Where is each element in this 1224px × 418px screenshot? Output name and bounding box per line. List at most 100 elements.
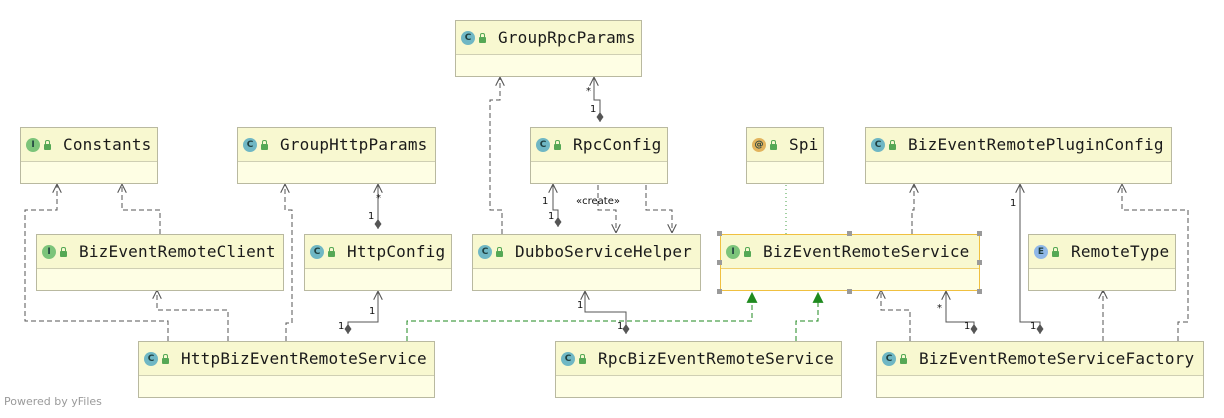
node-title: GroupHttpParams — [280, 135, 428, 154]
multiplicity-label: 1 — [369, 306, 376, 317]
edge-remote-service-to-plugin-config — [912, 185, 914, 234]
selection-handle[interactable] — [977, 231, 982, 236]
edge-factory-to-plugin-config — [1020, 185, 1040, 334]
class-icon: C — [561, 351, 575, 366]
interface-biz-event-remote-service[interactable]: I BizEventRemoteService — [720, 234, 980, 291]
node-header: C RpcBizEventRemoteService — [556, 342, 841, 376]
class-group-http-params[interactable]: C GroupHttpParams — [237, 127, 436, 184]
class-http-config[interactable]: C HttpConfig — [304, 234, 452, 291]
class-icon: C — [310, 244, 324, 259]
lock-icon — [770, 139, 777, 150]
edge-rpc-service-to-dubbo-helper — [585, 292, 626, 334]
edge-http-service-to-constants — [24, 185, 169, 341]
edge-dubbo-helper-to-rpc-config — [553, 185, 558, 227]
lock-icon — [579, 353, 586, 364]
lock-icon — [900, 353, 907, 364]
selection-handle[interactable] — [717, 260, 722, 265]
node-title: RpcConfig — [573, 135, 662, 154]
lock-icon — [328, 246, 335, 257]
lock-icon — [162, 353, 169, 364]
node-header: C HttpBizEventRemoteService — [139, 342, 434, 376]
edge-rpc-config-create-dubbo-helper — [597, 185, 616, 232]
enum-remote-type[interactable]: E RemoteType — [1028, 234, 1176, 291]
class-http-biz-event-remote-service[interactable]: C HttpBizEventRemoteService — [138, 341, 435, 398]
node-title: BizEventRemotePluginConfig — [908, 135, 1164, 154]
multiplicity-label: 1 — [577, 300, 584, 311]
node-header: C HttpConfig — [305, 235, 451, 269]
annotation-spi[interactable]: @ Spi — [746, 127, 824, 184]
node-header: E RemoteType — [1029, 235, 1175, 269]
edge-http-service-to-client — [157, 291, 229, 341]
edge-rpc-service-realizes-remote-service — [795, 291, 824, 341]
lock-icon — [479, 32, 486, 43]
multiplicity-label: 1 — [368, 211, 375, 222]
class-dubbo-service-helper[interactable]: C DubboServiceHelper — [472, 234, 701, 291]
multiplicity-label: 1 — [590, 104, 597, 115]
selection-handle[interactable] — [717, 289, 722, 294]
stereotype-label: «create» — [576, 196, 620, 207]
node-title: BizEventRemoteClient — [79, 242, 276, 261]
interface-icon: I — [26, 137, 40, 152]
node-title: BizEventRemoteService — [763, 242, 970, 261]
interface-icon: I — [42, 244, 56, 259]
enum-icon: E — [1034, 244, 1048, 259]
class-icon: C — [536, 137, 550, 152]
node-title: DubboServiceHelper — [515, 242, 692, 261]
interface-biz-event-remote-client[interactable]: I BizEventRemoteClient — [36, 234, 284, 291]
lock-icon — [44, 139, 51, 150]
class-rpc-config[interactable]: C RpcConfig — [530, 127, 668, 184]
selection-handle[interactable] — [977, 260, 982, 265]
node-title: Spi — [789, 135, 819, 154]
class-group-rpc-params[interactable]: C GroupRpcParams — [455, 20, 642, 77]
multiplicity-label: 1 — [338, 321, 345, 332]
multiplicity-label: 1 — [1010, 198, 1017, 209]
node-header: C BizEventRemoteServiceFactory — [877, 342, 1203, 376]
selection-handle[interactable] — [847, 289, 852, 294]
node-title: HttpBizEventRemoteService — [181, 349, 427, 368]
edge-http-service-realizes-remote-service — [406, 291, 758, 341]
multiplicity-label: 1 — [1030, 321, 1037, 332]
edge-http-service-to-http-config — [348, 292, 378, 334]
node-header: C GroupHttpParams — [238, 128, 435, 162]
class-biz-event-remote-service-factory[interactable]: C BizEventRemoteServiceFactory — [876, 341, 1204, 398]
node-header: C DubboServiceHelper — [473, 235, 700, 269]
class-icon: C — [243, 137, 257, 152]
selection-handle[interactable] — [717, 231, 722, 236]
interface-constants[interactable]: I Constants — [20, 127, 158, 184]
multiplicity-label: 1 — [542, 196, 549, 207]
edge-factory-to-remote-service-dep — [881, 291, 911, 341]
edge-http-service-to-group-http-params — [285, 185, 293, 341]
class-icon: C — [871, 137, 885, 152]
node-header: C BizEventRemotePluginConfig — [866, 128, 1171, 162]
node-title: HttpConfig — [347, 242, 446, 261]
multiplicity-label: 1 — [548, 211, 555, 222]
edge-rpc-config-to-dubbo-helper — [645, 185, 672, 232]
class-icon: C — [882, 351, 896, 366]
multiplicity-label: 1 — [964, 321, 971, 332]
lock-icon — [60, 246, 67, 257]
lock-icon — [261, 139, 268, 150]
edge-factory-to-remote-service — [946, 292, 974, 334]
interface-icon: I — [726, 244, 740, 259]
edge-dubbo-helper-to-group-rpc-params — [489, 78, 502, 234]
selection-handle[interactable] — [977, 289, 982, 294]
class-biz-event-remote-plugin-config[interactable]: C BizEventRemotePluginConfig — [865, 127, 1172, 184]
node-title: Constants — [63, 135, 152, 154]
edge-rpc-config-to-group-rpc-params — [594, 78, 600, 122]
lock-icon — [744, 246, 751, 257]
lock-icon — [554, 139, 561, 150]
node-header: I BizEventRemoteService — [721, 235, 979, 269]
selection-handle[interactable] — [847, 231, 852, 236]
lock-icon — [496, 246, 503, 257]
class-icon: C — [144, 351, 158, 366]
node-title: BizEventRemoteServiceFactory — [919, 349, 1195, 368]
multiplicity-label: * — [376, 193, 381, 204]
multiplicity-label: * — [586, 86, 591, 97]
multiplicity-label: 1 — [617, 321, 624, 332]
node-title: RpcBizEventRemoteService — [598, 349, 834, 368]
class-rpc-biz-event-remote-service[interactable]: C RpcBizEventRemoteService — [555, 341, 842, 398]
multiplicity-label: * — [937, 303, 942, 314]
edge-factory-to-plugin-config-dep — [1122, 185, 1189, 341]
